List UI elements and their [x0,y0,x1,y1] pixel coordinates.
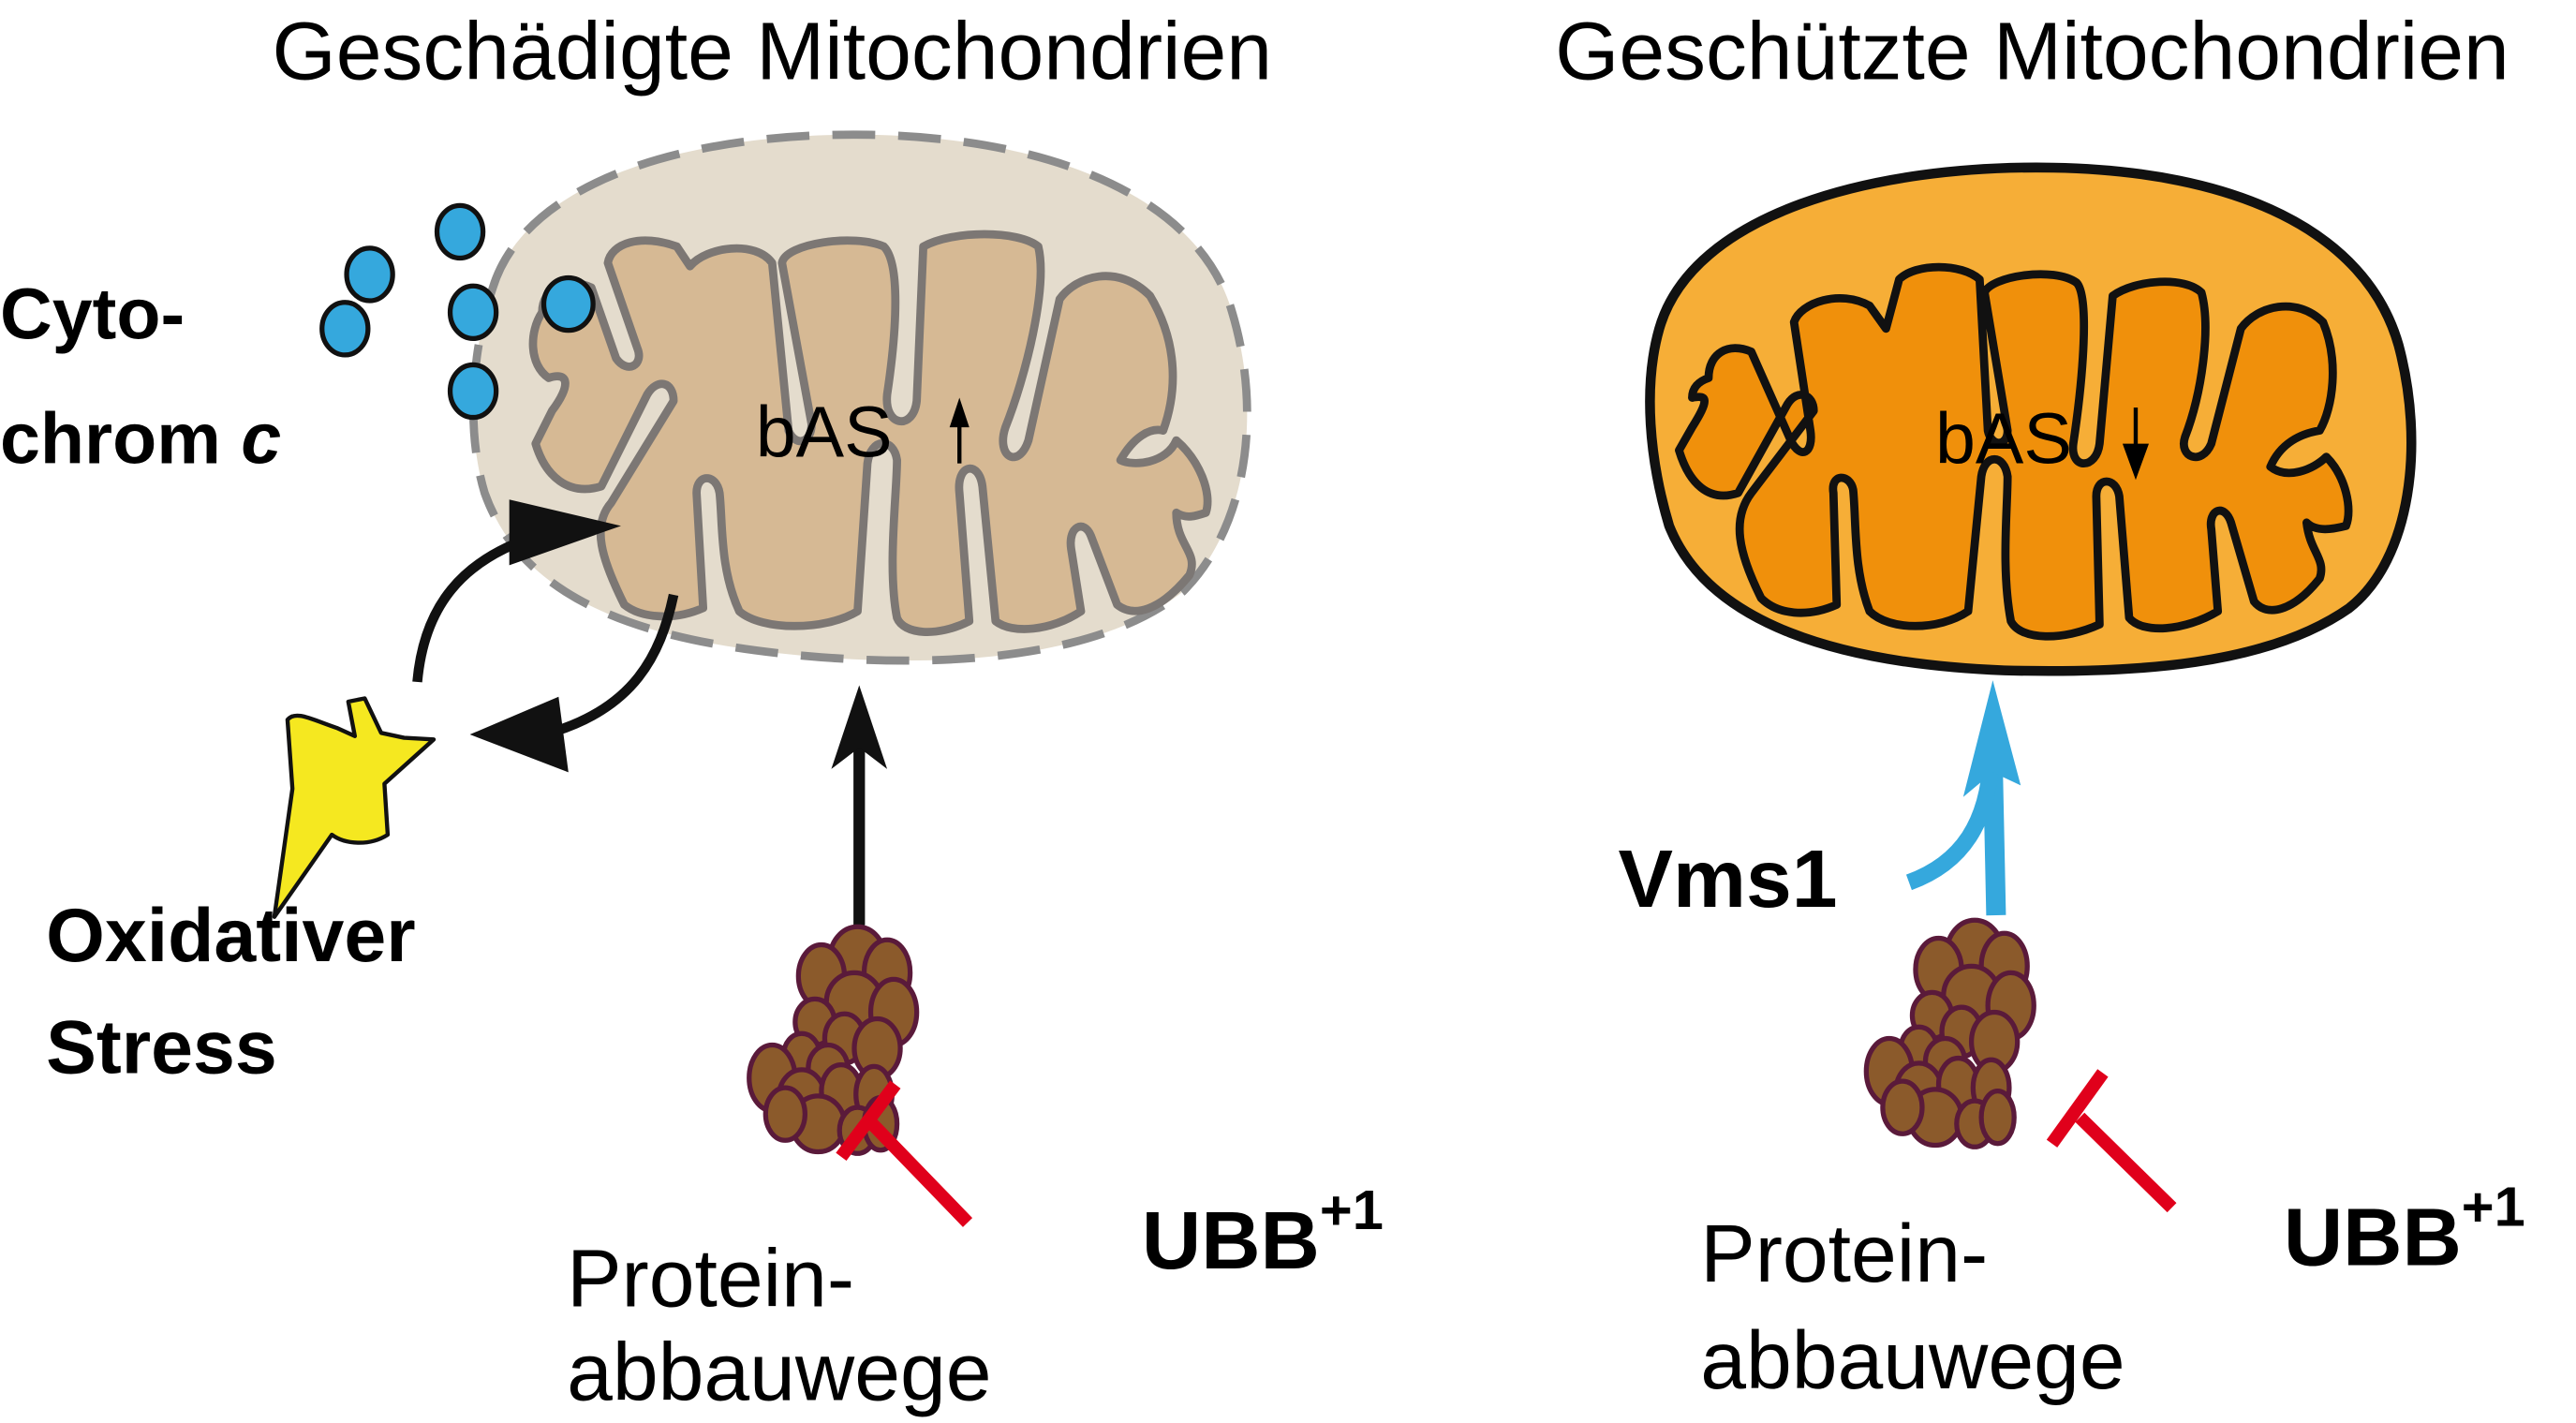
cytochrome-c-dot [344,245,395,304]
protected-panel-title: Geschützte Mitochondrien [1555,5,2509,96]
cytochrome-c-molecules [319,202,596,421]
protected-bas-label: bAS [1935,399,2072,480]
protein-label-left-line1: Protein- [567,1232,854,1324]
cytochrome-c-dot [319,300,371,358]
vms1-arrow [1905,680,2021,916]
protein-label-right-line1: Protein- [1700,1208,1988,1299]
oxidative-stress-star-icon [272,696,437,919]
protein-label-right-line2: abbauwege [1700,1314,2124,1406]
vms1-label: Vms1 [1619,833,1838,925]
cytochrome-label-line1: Cyto- [0,274,185,354]
ubb-inhibitor-symbol [2046,1069,2177,1213]
ubb-label-left: UBB+1 [1142,1178,1384,1286]
arrowhead-icon [469,696,569,773]
stress-label-line2: Stress [46,1005,277,1089]
cytochrome-c-dot [447,362,499,421]
damaged-inner-membrane [528,230,1212,636]
damaged-panel-title: Geschädigte Mitochondrien [273,5,1273,96]
protein-aggregate-icon [749,926,917,1153]
cytochrome-c-dot [447,283,499,342]
ubb-label-right: UBB+1 [2284,1175,2525,1282]
stress-feedback-arrows [412,499,679,773]
protected-inner-membrane [1675,262,2353,641]
protected-mitochondrion: bAS [1645,162,2417,676]
protein-aggregate-icon [1866,920,2034,1147]
degradation-to-mito-arrow [831,685,888,926]
cytochrome-c-dot [434,202,486,261]
damaged-mitochondrion: bAS [468,130,1251,665]
ubb-inhibitor-symbol [836,1080,973,1227]
cytochrome-c-dot [540,274,596,334]
down-arrow-icon [2122,408,2150,481]
protein-label-left-line2: abbauwege [567,1326,991,1417]
damaged-bas-label: bAS [756,393,893,473]
arrowhead-icon [1962,680,2021,797]
stress-label-line1: Oxidativer [46,894,416,978]
cytochrome-label-line2: chrom c [0,399,281,480]
mito-to-stress-arrow [554,593,679,736]
arrowhead-icon [831,685,888,769]
arrowhead-icon [509,499,621,566]
up-arrow-icon [949,397,970,464]
